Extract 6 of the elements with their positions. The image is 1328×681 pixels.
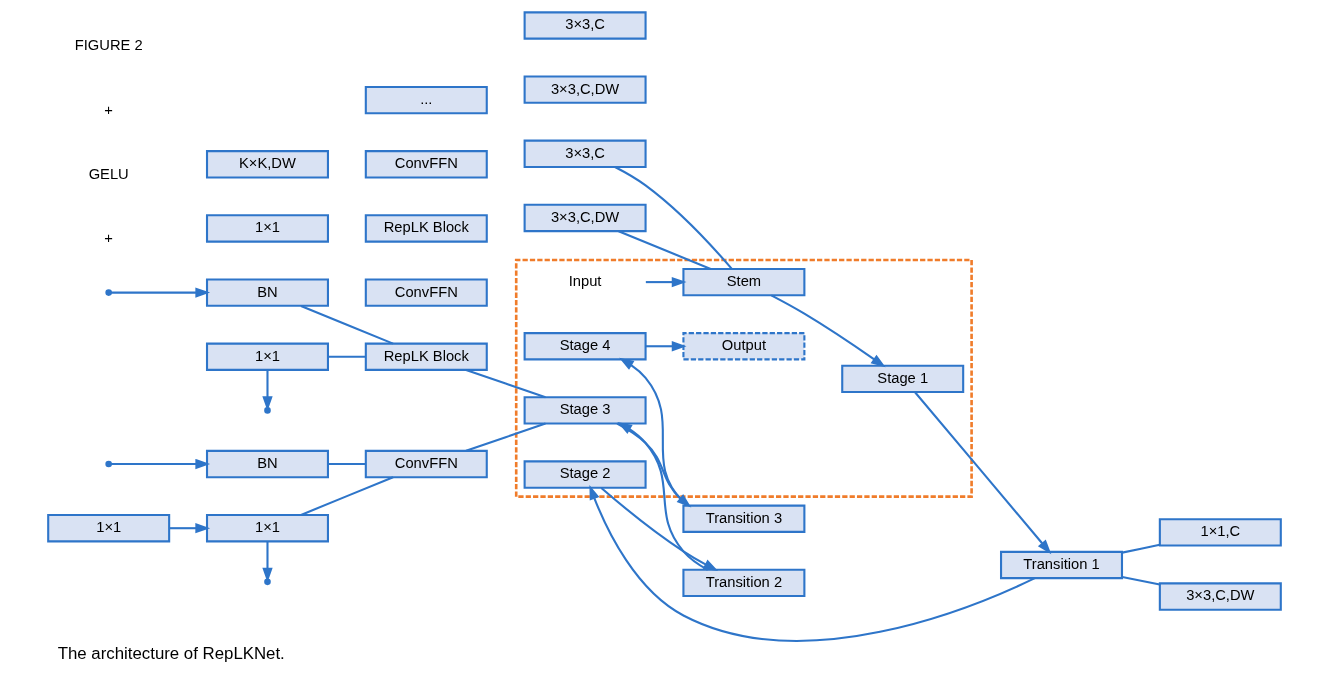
node-text: Input	[568, 273, 601, 289]
label: FIGURE 2	[74, 37, 143, 54]
caption: The architecture of RepLKNet.	[57, 643, 285, 663]
label: +	[103, 101, 113, 118]
label: GELU	[88, 165, 129, 182]
label: +	[103, 229, 113, 246]
